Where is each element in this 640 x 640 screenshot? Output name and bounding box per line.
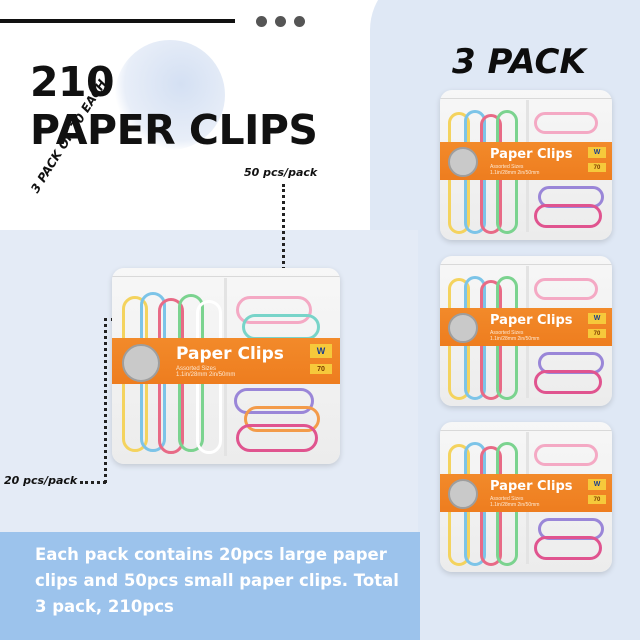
product-name: Paper Clips xyxy=(490,312,573,328)
brand-logo: W xyxy=(588,479,606,490)
brand-logo: W xyxy=(588,313,606,324)
product-sizes: 1.1in/28mm 2in/50mm xyxy=(490,335,540,342)
product-label-band: Paper Clips Assorted Sizes 1.1in/28mm 2i… xyxy=(440,308,612,346)
small-clip-pointer xyxy=(282,184,285,276)
product-subtitle: Assorted Sizes xyxy=(490,163,524,170)
large-clip-pointer-v xyxy=(104,318,107,483)
product-sizes: 1.1in/28mm 2in/50mm xyxy=(490,501,540,508)
pack-label: 3 PACK xyxy=(452,42,586,82)
decorative-circle xyxy=(115,40,225,150)
small-clip-count-label: 50 pcs/pack xyxy=(244,166,318,179)
brand-logo: W xyxy=(310,344,332,358)
paper-clip xyxy=(242,314,320,340)
paper-clip xyxy=(236,424,318,452)
product-subtitle: Assorted Sizes xyxy=(176,366,217,372)
box-lid-edge xyxy=(440,264,612,265)
headline-product: PAPER CLIPS xyxy=(30,106,318,154)
clip-icon xyxy=(448,147,478,177)
large-clip-count-label: 20 pcs/pack xyxy=(4,474,78,487)
piece-count-badge: 70 xyxy=(588,495,606,504)
product-sizes: 1.1in/28mm 2in/50mm xyxy=(490,169,540,176)
main-paper-clip-box: Paper Clips Assorted Sizes 1.1in/28mm 2i… xyxy=(112,268,340,464)
header-rule xyxy=(0,19,235,23)
clip-icon xyxy=(448,313,478,343)
description-text: Each pack contains 20pcs large paper cli… xyxy=(35,545,399,616)
piece-count-badge: 70 xyxy=(588,329,606,338)
paper-clip xyxy=(534,444,598,466)
dot xyxy=(294,16,305,27)
product-label-band: Paper Clips Assorted Sizes 1.1in/28mm 2i… xyxy=(440,474,612,512)
stack-paper-clip-box-1: Paper Clips Assorted Sizes 1.1in/28mm 2i… xyxy=(440,90,612,240)
dot xyxy=(275,16,286,27)
paper-clip xyxy=(534,536,602,560)
product-name: Paper Clips xyxy=(490,146,573,162)
box-lid-edge xyxy=(440,98,612,99)
large-clip-pointer-h xyxy=(80,481,106,484)
description-panel xyxy=(0,532,420,640)
piece-count-badge: 70 xyxy=(310,364,332,374)
headline: 210 PAPER CLIPS xyxy=(30,58,318,154)
box-lid-edge xyxy=(440,430,612,431)
dot xyxy=(256,16,267,27)
paper-clip xyxy=(534,370,602,394)
stack-paper-clip-box-2: Paper Clips Assorted Sizes 1.1in/28mm 2i… xyxy=(440,256,612,406)
clip-icon xyxy=(122,344,160,382)
piece-count-badge: 70 xyxy=(588,163,606,172)
product-name: Paper Clips xyxy=(176,344,284,364)
box-lid-edge xyxy=(112,276,340,277)
header-dots xyxy=(256,16,305,27)
headline-count: 210 xyxy=(30,58,115,106)
product-name: Paper Clips xyxy=(490,478,573,494)
paper-clip xyxy=(534,204,602,228)
product-sizes: 1.1in/28mm 2in/50mm xyxy=(176,372,236,378)
product-label-band: Paper Clips Assorted Sizes 1.1in/28mm 2i… xyxy=(440,142,612,180)
product-label-band: Paper Clips Assorted Sizes 1.1in/28mm 2i… xyxy=(112,338,340,384)
product-subtitle: Assorted Sizes xyxy=(490,495,524,502)
brand-logo: W xyxy=(588,147,606,158)
paper-clip xyxy=(534,278,598,300)
product-subtitle: Assorted Sizes xyxy=(490,329,524,336)
paper-clip xyxy=(534,112,598,134)
stack-paper-clip-box-3: Paper Clips Assorted Sizes 1.1in/28mm 2i… xyxy=(440,422,612,572)
clip-icon xyxy=(448,479,478,509)
